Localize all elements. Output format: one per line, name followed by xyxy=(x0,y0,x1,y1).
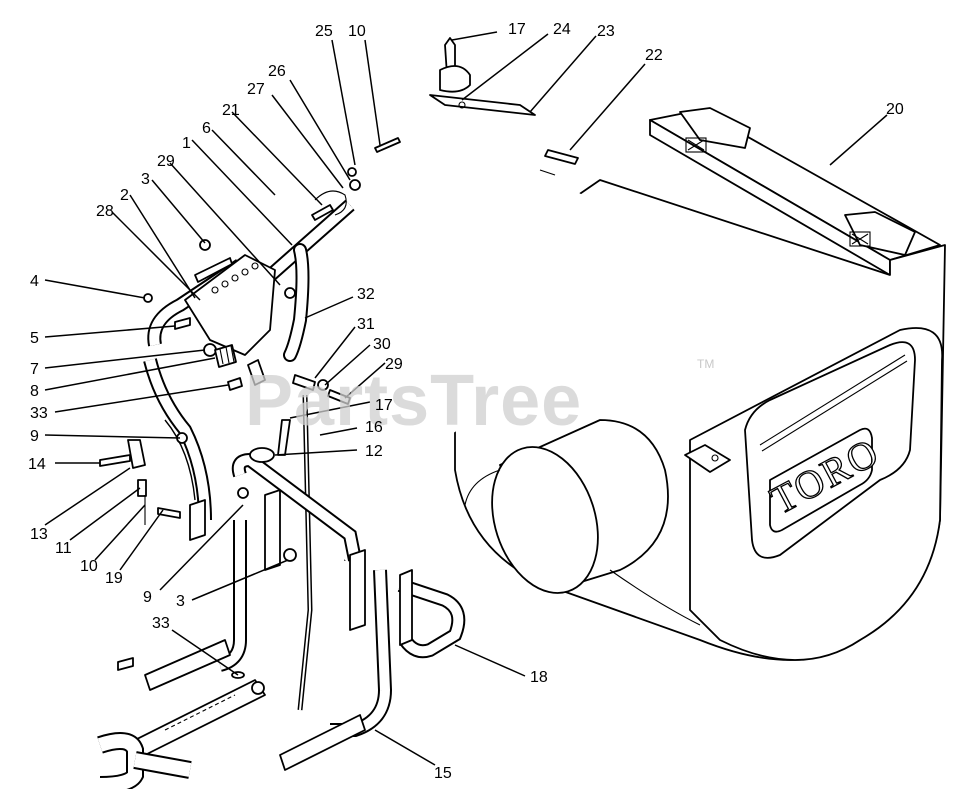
callout-29-mid: 29 xyxy=(385,356,403,373)
callout-25: 25 xyxy=(315,23,333,40)
callout-6: 6 xyxy=(202,120,211,137)
callout-33-mid: 33 xyxy=(30,405,48,422)
callout-33-low: 33 xyxy=(152,615,170,632)
callout-31: 31 xyxy=(357,316,375,333)
callout-15: 15 xyxy=(434,765,452,782)
callout-21: 21 xyxy=(222,102,240,119)
callout-24: 24 xyxy=(553,21,571,38)
lower-handle-assembly xyxy=(144,394,466,771)
leader-lines xyxy=(44,31,888,766)
callout-14: 14 xyxy=(28,456,46,473)
callout-3-low: 3 xyxy=(176,593,185,610)
callout-5: 5 xyxy=(30,330,39,347)
callout-4: 4 xyxy=(30,273,39,290)
callout-17-top: 17 xyxy=(508,21,526,38)
callout-12: 12 xyxy=(365,443,383,460)
callout-28: 28 xyxy=(96,203,114,220)
callout-18: 18 xyxy=(530,669,548,686)
callout-20: 20 xyxy=(886,101,904,118)
callout-30: 30 xyxy=(373,336,391,353)
callout-2: 2 xyxy=(120,187,129,204)
callout-17-mid: 17 xyxy=(375,397,393,414)
callout-23: 23 xyxy=(597,23,615,40)
callout-26: 26 xyxy=(268,63,286,80)
chute-lever xyxy=(97,671,266,789)
callouts: 17 24 23 22 25 10 26 27 21 6 1 29 3 2 28… xyxy=(28,21,904,782)
callout-16: 16 xyxy=(365,419,383,436)
callout-8: 8 xyxy=(30,383,39,400)
callout-22: 22 xyxy=(645,47,663,64)
callout-9-mid: 9 xyxy=(30,428,39,445)
hardware xyxy=(99,37,579,671)
callout-32: 32 xyxy=(357,286,375,303)
left-handle-bar xyxy=(143,243,310,521)
callout-27: 27 xyxy=(247,81,265,98)
callout-11: 11 xyxy=(55,540,72,557)
callout-29-top: 29 xyxy=(157,153,175,170)
callout-13: 13 xyxy=(30,526,48,543)
watermark: PartsTree xyxy=(245,361,582,441)
callout-9-low: 9 xyxy=(143,589,152,606)
callout-10-low: 10 xyxy=(80,558,98,575)
deflector-bracket xyxy=(184,254,276,356)
callout-1: 1 xyxy=(182,135,191,152)
watermark-trademark: TM xyxy=(697,357,714,371)
left-arc-arm xyxy=(164,419,196,501)
callout-19: 19 xyxy=(105,570,123,587)
callout-7: 7 xyxy=(30,361,39,378)
callout-10-top: 10 xyxy=(348,23,366,40)
callout-3-top: 3 xyxy=(141,171,150,188)
